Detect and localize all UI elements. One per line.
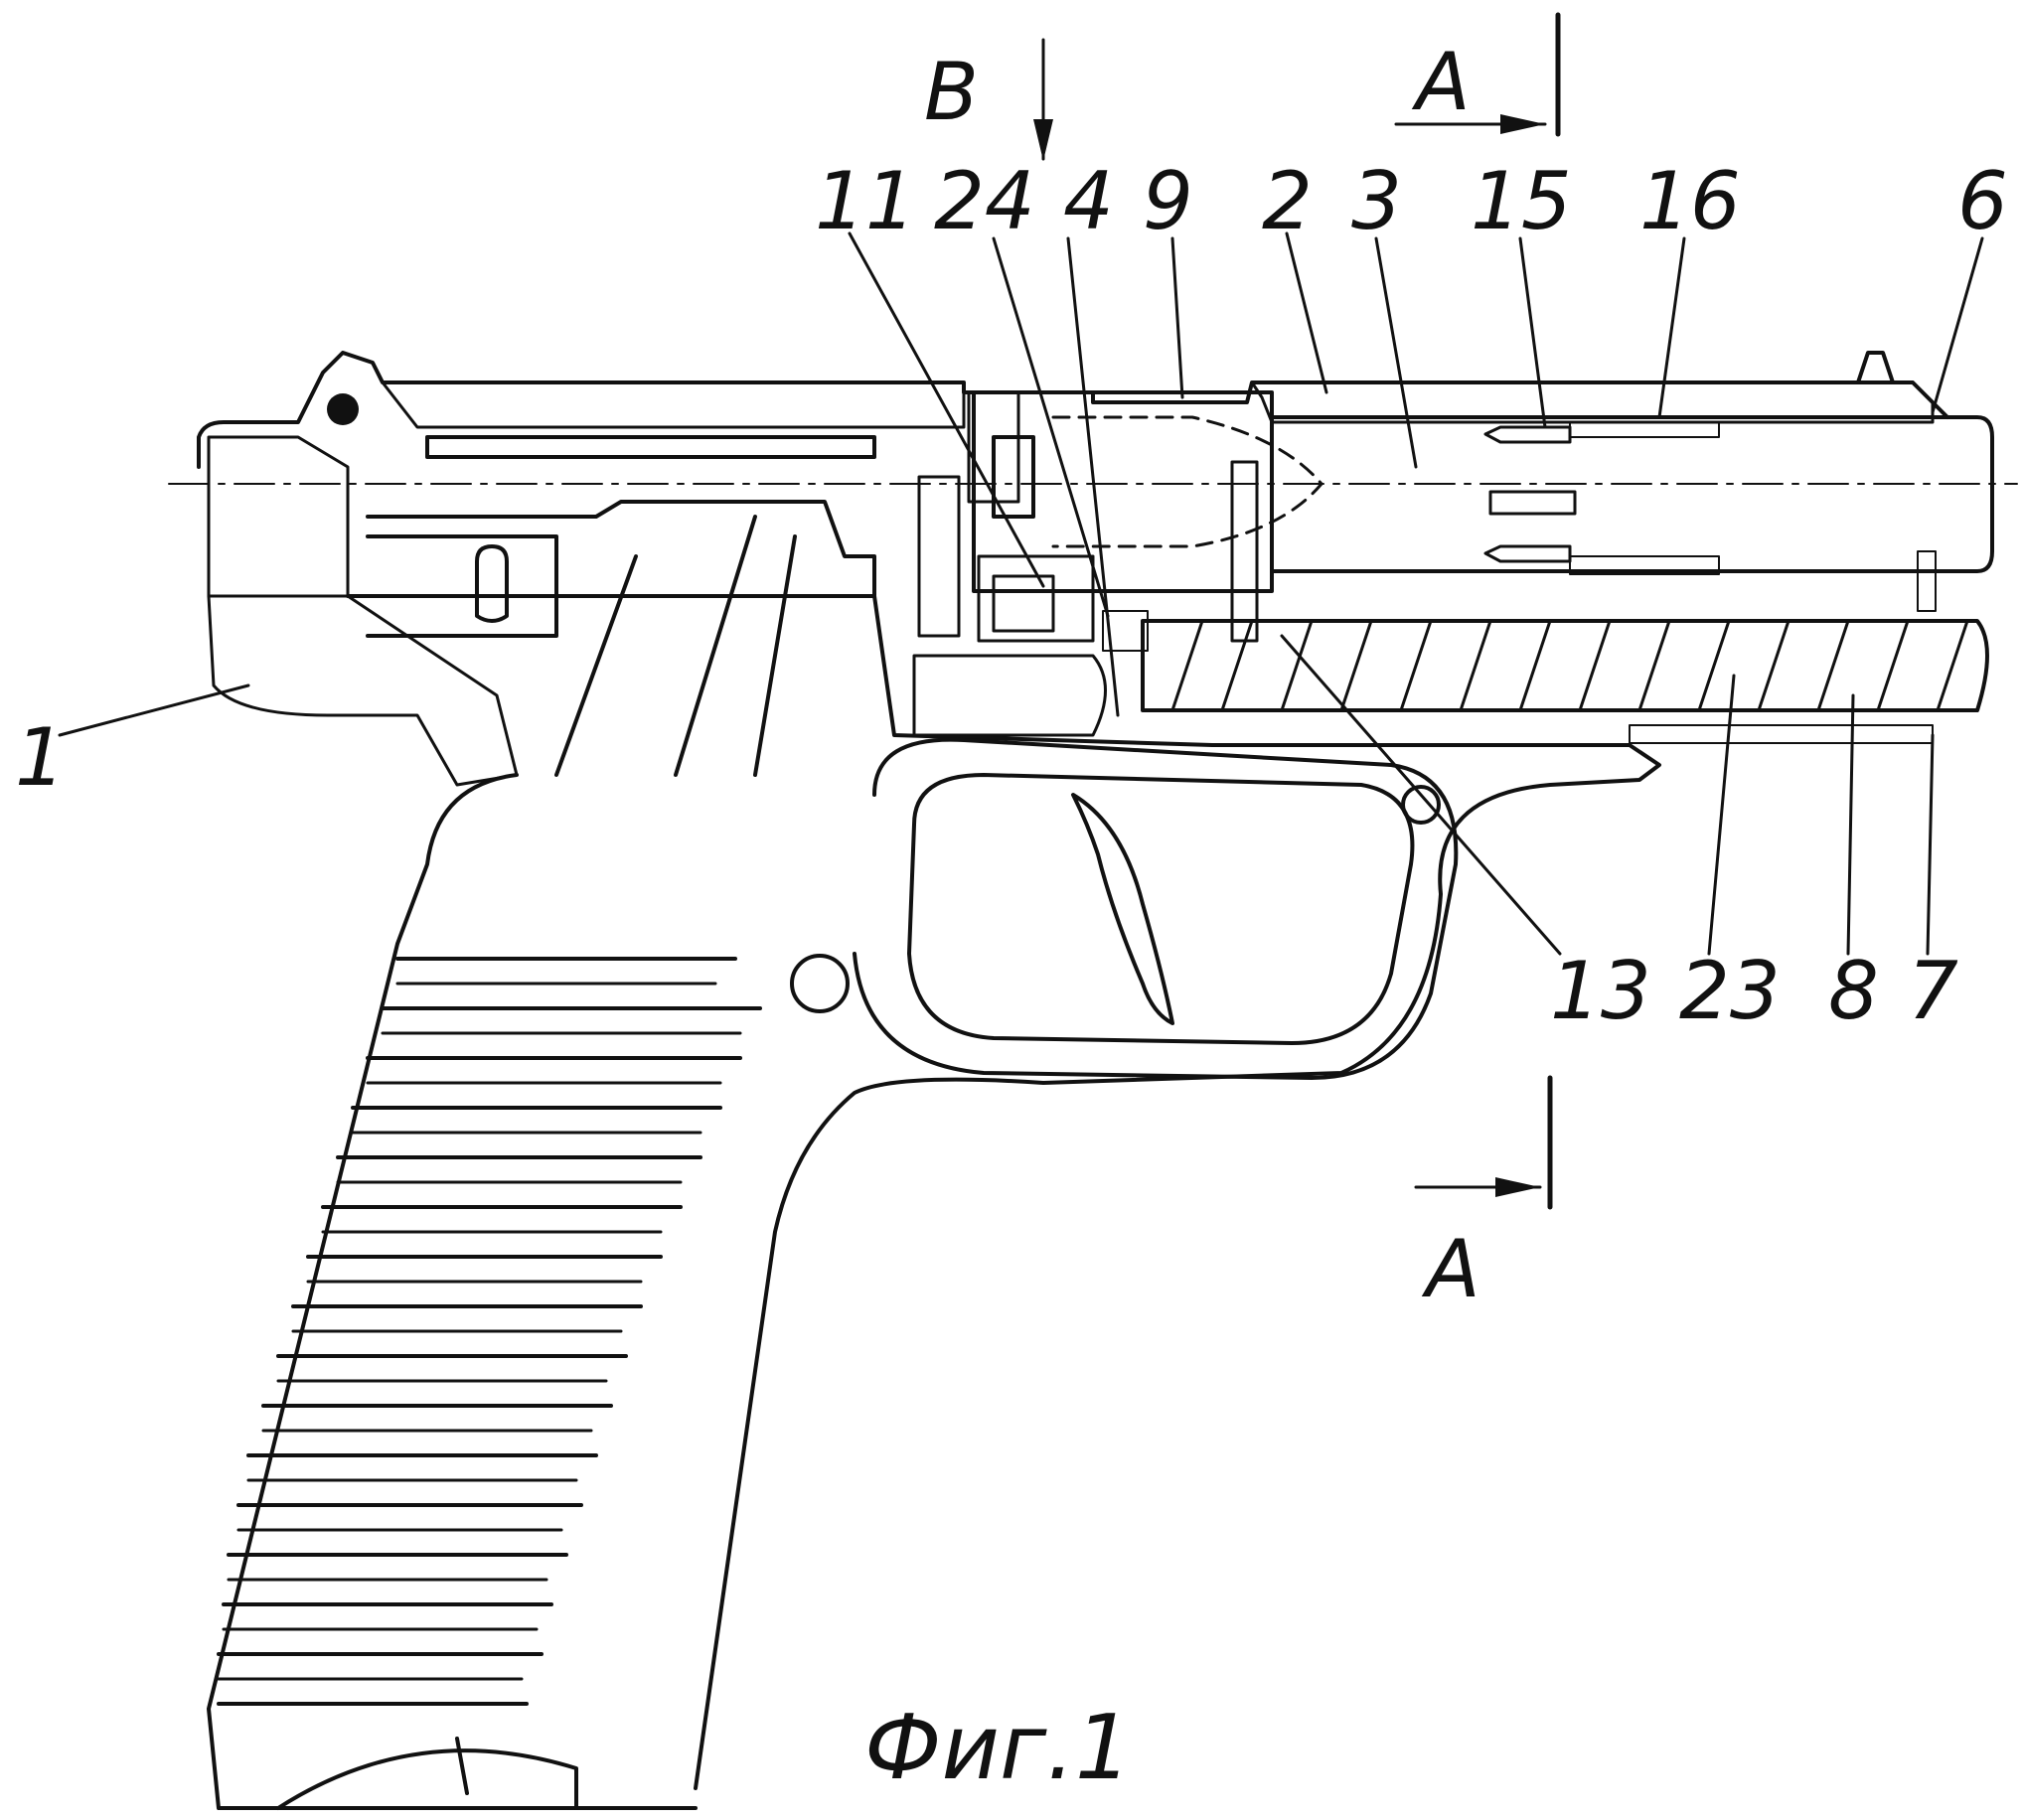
label-part-11: 11 [815, 155, 916, 247]
label-part-7: 7 [1908, 945, 1958, 1037]
label-part-4: 4 [1063, 155, 1114, 247]
label-part-2: 2 [1262, 155, 1313, 247]
label-part-23: 23 [1679, 945, 1781, 1037]
label-part-1: 1 [15, 711, 66, 804]
label-part-24: 24 [934, 155, 1035, 247]
section-label-bottom: A [1421, 1223, 1480, 1315]
section-marker-bottom: A [1416, 1078, 1550, 1315]
label-part-3: 3 [1351, 155, 1402, 247]
label-part-15: 15 [1471, 155, 1572, 247]
view-label-b: B [924, 46, 979, 138]
label-part-6: 6 [1957, 155, 2008, 247]
label-part-16: 16 [1639, 155, 1741, 247]
label-part-13: 13 [1550, 945, 1651, 1037]
section-label-top: A [1411, 36, 1471, 128]
recoil-spring [1143, 621, 1987, 743]
label-part-8: 8 [1828, 945, 1879, 1037]
grip-serrations [219, 959, 760, 1704]
slide [199, 353, 1947, 636]
figure-caption: Фиг.1 [864, 1696, 1132, 1800]
section-marker-top: A [1396, 15, 1558, 134]
view-marker-b: B [924, 40, 1053, 161]
label-part-9: 9 [1143, 155, 1193, 247]
